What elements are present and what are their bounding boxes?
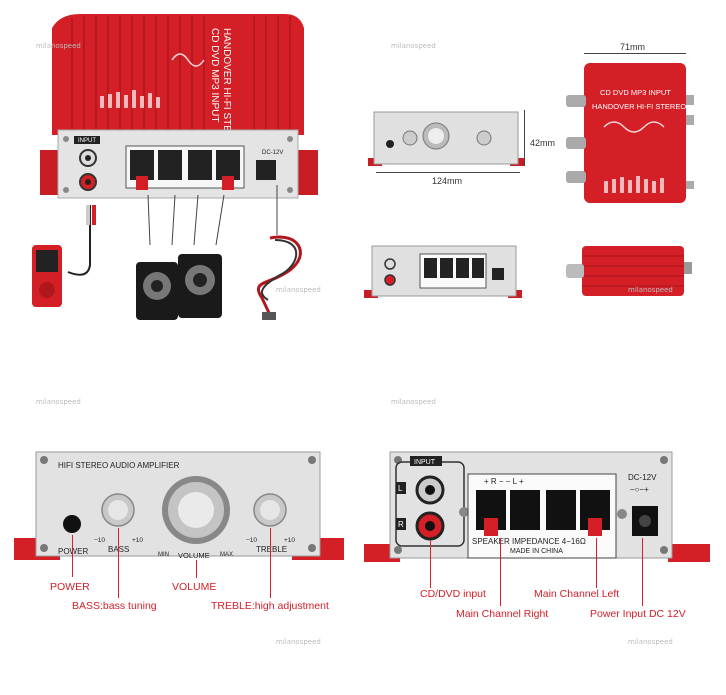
volume-label: VOLUME <box>178 551 210 560</box>
pointer-line <box>270 528 271 598</box>
top-view-text-2: HANDOVER HI-FI STEREO <box>592 102 686 111</box>
top-panel-text-2: HANDOVER HI-FI STEREO <box>221 28 232 154</box>
top-panel-text-1: CD DVD MP3 INPUT <box>209 28 220 122</box>
annotation-volume: VOLUME <box>172 581 217 593</box>
annotation-power-input: Power Input DC 12V <box>590 608 686 620</box>
top-view-text-1: CD DVD MP3 INPUT <box>600 88 671 97</box>
terminal-label: + R − − L + <box>484 477 524 486</box>
l-label: L <box>398 484 403 493</box>
annotation-treble: TREBLE:high adjustment <box>211 600 329 612</box>
bass-minus-label: −10 <box>94 537 105 544</box>
watermark: milanospeed <box>628 638 673 646</box>
watermark: milanospeed <box>36 42 81 50</box>
watermark: milanospeed <box>391 398 436 406</box>
power-label: POWER <box>58 547 88 556</box>
front-panel-photo: HIFI STEREO AUDIO AMPLIFIER POWER −10 +1… <box>14 451 344 560</box>
watermark: milanospeed <box>276 638 321 646</box>
amplifier-hookup-photo: CD DVD MP3 INPUT HANDOVER HI-FI STEREO I… <box>32 14 318 320</box>
impedance-label: SPEAKER IMPEDANCE 4−16Ω <box>472 537 586 546</box>
pointer-line <box>500 538 501 606</box>
watermark: milanospeed <box>628 286 673 294</box>
treble-label: TREBLE <box>256 545 287 554</box>
dc-label: DC-12V <box>262 150 283 156</box>
pointer-line <box>118 528 119 598</box>
front-panel-title: HIFI STEREO AUDIO AMPLIFIER <box>58 461 180 470</box>
watermark: milanospeed <box>391 42 436 50</box>
front-view-dimensioned <box>368 111 524 166</box>
pointer-line <box>642 538 643 606</box>
side-view-small <box>566 246 692 296</box>
back-panel-photo: INPUT L R + R − − L + SPEAKER IMPEDANCE … <box>364 451 710 562</box>
back-view-small <box>364 245 522 298</box>
annotation-power: POWER <box>50 581 90 593</box>
bass-plus-label: +10 <box>132 537 143 544</box>
dimension-line <box>376 172 520 173</box>
pointer-line <box>430 540 431 588</box>
back-dc-label: DC-12V <box>628 473 657 482</box>
pointer-line <box>596 538 597 588</box>
back-input-label: INPUT <box>414 459 436 466</box>
top-view-dimensioned: CD DVD MP3 INPUT HANDOVER HI-FI STEREO <box>566 63 694 203</box>
polarity-label: −○−+ <box>630 485 649 494</box>
made-in-label: MADE IN CHINA <box>510 548 563 555</box>
treble-minus-label: −10 <box>246 537 257 544</box>
annotation-main-right: Main Channel Right <box>456 608 549 620</box>
watermark: milanospeed <box>276 286 321 294</box>
annotation-bass: BASS:bass tuning <box>72 600 157 612</box>
pointer-line <box>72 535 73 577</box>
min-label: MIN <box>158 552 169 558</box>
dimension-width: 71mm <box>620 42 646 52</box>
annotation-main-left: Main Channel Left <box>534 588 620 600</box>
r-label: R <box>398 520 404 529</box>
watermark: milanospeed <box>36 398 81 406</box>
pointer-line <box>196 560 197 578</box>
annotation-cd-dvd-input: CD/DVD input <box>420 588 486 600</box>
input-label: INPUT <box>78 138 96 144</box>
dimension-line <box>584 53 686 54</box>
treble-plus-label: +10 <box>284 537 295 544</box>
dimension-height: 42mm <box>530 138 556 148</box>
dimension-line <box>524 110 525 166</box>
dimension-length: 124mm <box>432 176 463 186</box>
max-label: MAX <box>220 552 233 558</box>
